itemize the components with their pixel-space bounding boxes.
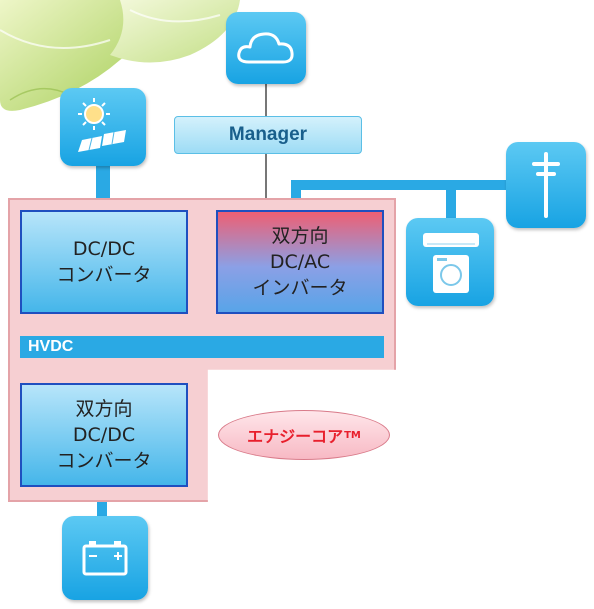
manager-box[interactable]: Manager — [174, 116, 362, 154]
inverter-line3: インバータ — [252, 277, 348, 299]
utility-pole-tile[interactable] — [506, 142, 586, 228]
dcdc-line2: コンバータ — [56, 264, 152, 286]
grid-line-vertical — [291, 180, 301, 212]
trademark-mark: TM — [344, 429, 361, 441]
bidir-dcdc-line3: コンバータ — [56, 450, 152, 472]
energy-core-text: エナジーコア — [247, 427, 344, 446]
solar-panel-icon — [78, 98, 126, 152]
cloud-icon — [237, 32, 294, 64]
dcdc-line1: DC/DC — [72, 238, 136, 260]
bidirectional-dcdc-box[interactable]: 双方向 DC/DC コンバータ — [20, 383, 188, 487]
battery-icon — [82, 541, 128, 576]
battery-tile[interactable] — [62, 516, 148, 600]
bidirectional-inverter-box[interactable]: 双方向 DC/AC インバータ — [216, 210, 384, 314]
solar-tile[interactable] — [60, 88, 146, 166]
appliance-connector — [446, 180, 456, 220]
bidir-dcdc-line1: 双方向 — [75, 398, 133, 420]
home-appliances-icon — [423, 233, 479, 293]
inverter-line2: DC/AC — [269, 251, 331, 273]
bidir-dcdc-line2: DC/DC — [72, 424, 136, 446]
hvdc-bus — [20, 336, 384, 358]
manager-label: Manager — [228, 124, 308, 145]
manager-inverter-connector — [265, 152, 267, 212]
appliances-tile[interactable] — [406, 218, 494, 306]
battery-connector — [97, 496, 107, 518]
inverter-line1: 双方向 — [271, 225, 329, 247]
leaves-decoration — [0, 0, 240, 111]
grid-line-horizontal — [291, 180, 513, 190]
hvdc-label: HVDC — [28, 338, 74, 355]
dcdc-converter-box[interactable]: DC/DC コンバータ — [20, 210, 188, 314]
cloud-tile[interactable] — [226, 12, 306, 84]
manager-connector — [265, 60, 267, 116]
utility-pole-icon — [532, 152, 560, 218]
